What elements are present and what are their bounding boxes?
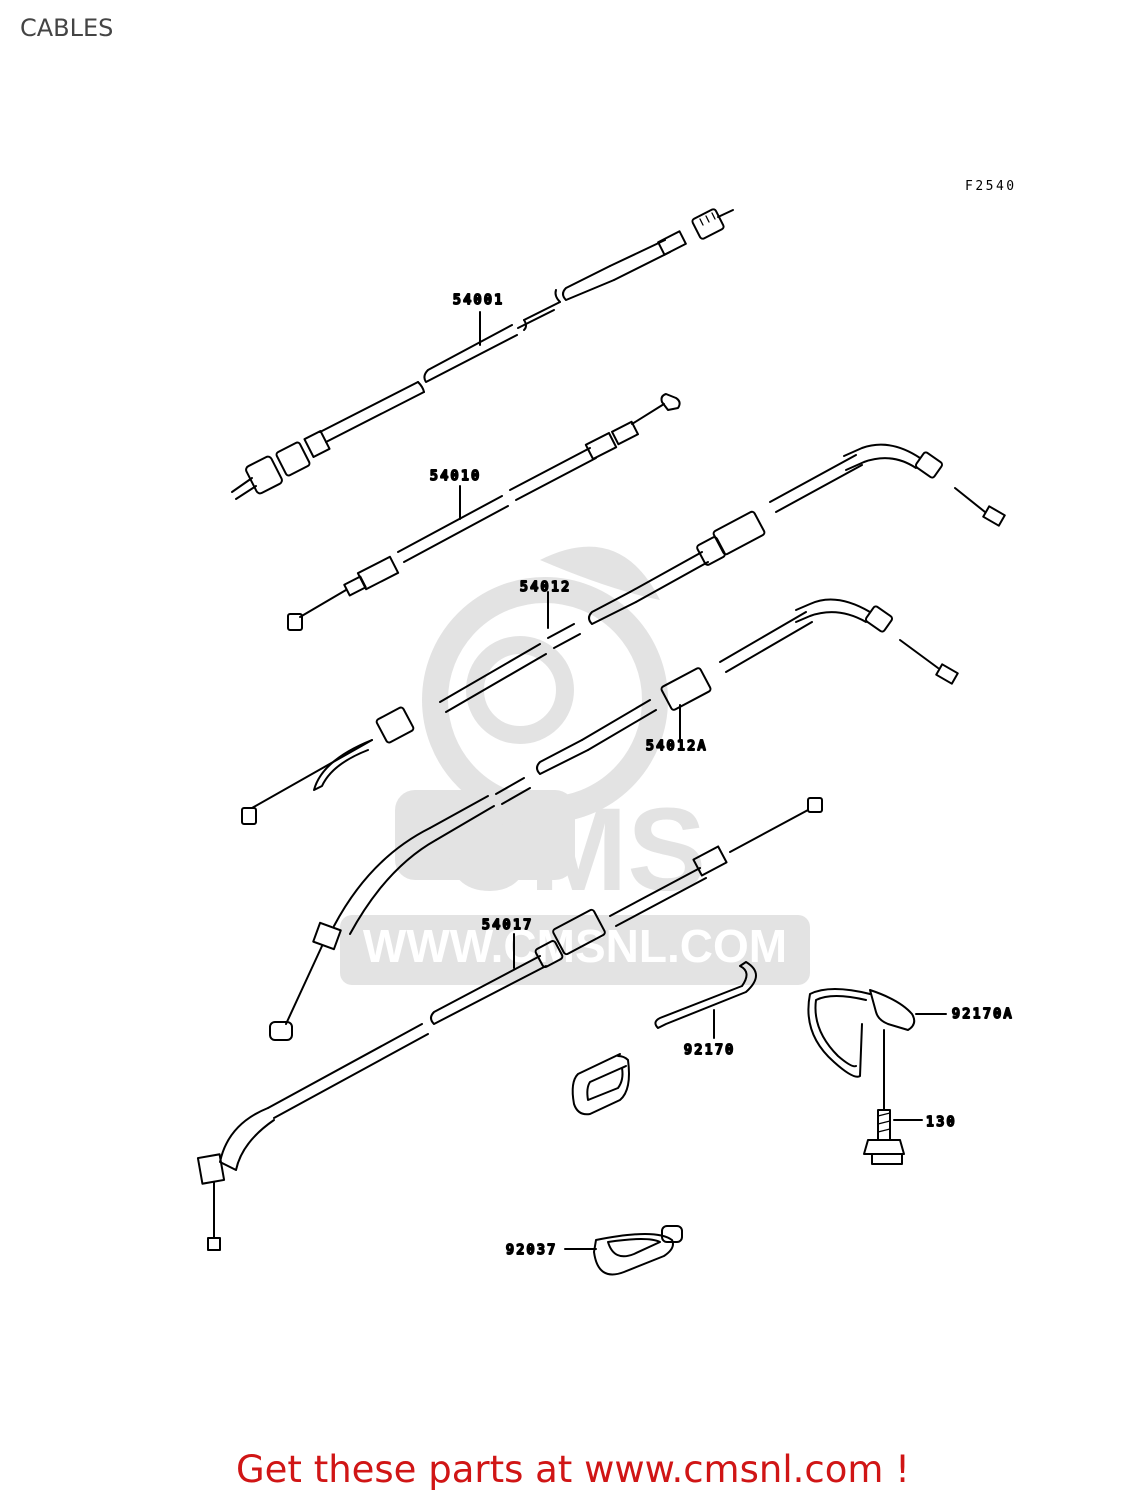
cable-54001 xyxy=(231,208,734,500)
footer-cta[interactable]: Get these parts at www.cmsnl.com ! xyxy=(0,1448,1146,1491)
cable-54012A xyxy=(269,598,959,1041)
cable-54017 xyxy=(196,797,823,1251)
guide-92037 xyxy=(564,1225,683,1276)
clamp-92170A xyxy=(807,988,947,1111)
watermark-brand: CMS xyxy=(444,784,706,916)
label-54012A: 54012A xyxy=(646,739,708,754)
label-92170: 92170 xyxy=(684,1043,736,1058)
label-54017: 54017 xyxy=(482,918,534,933)
watermark-url: WWW.CMSNL.COM xyxy=(363,920,787,972)
label-92037: 92037 xyxy=(506,1243,558,1258)
page-title: CABLES xyxy=(20,14,114,42)
footer-link[interactable]: Get these parts at www.cmsnl.com ! xyxy=(235,1448,910,1491)
label-54010: 54010 xyxy=(430,469,482,484)
label-54012: 54012 xyxy=(520,580,572,595)
bolt-130 xyxy=(863,1109,923,1165)
label-130: 130 xyxy=(926,1115,957,1130)
clamp-92170 xyxy=(571,961,757,1116)
label-54001: 54001 xyxy=(453,293,505,308)
label-92170A: 92170A xyxy=(952,1007,1014,1022)
cable-54010 xyxy=(287,393,681,631)
cable-54012 xyxy=(241,443,1006,825)
figure-code: F2540 xyxy=(965,179,1017,194)
